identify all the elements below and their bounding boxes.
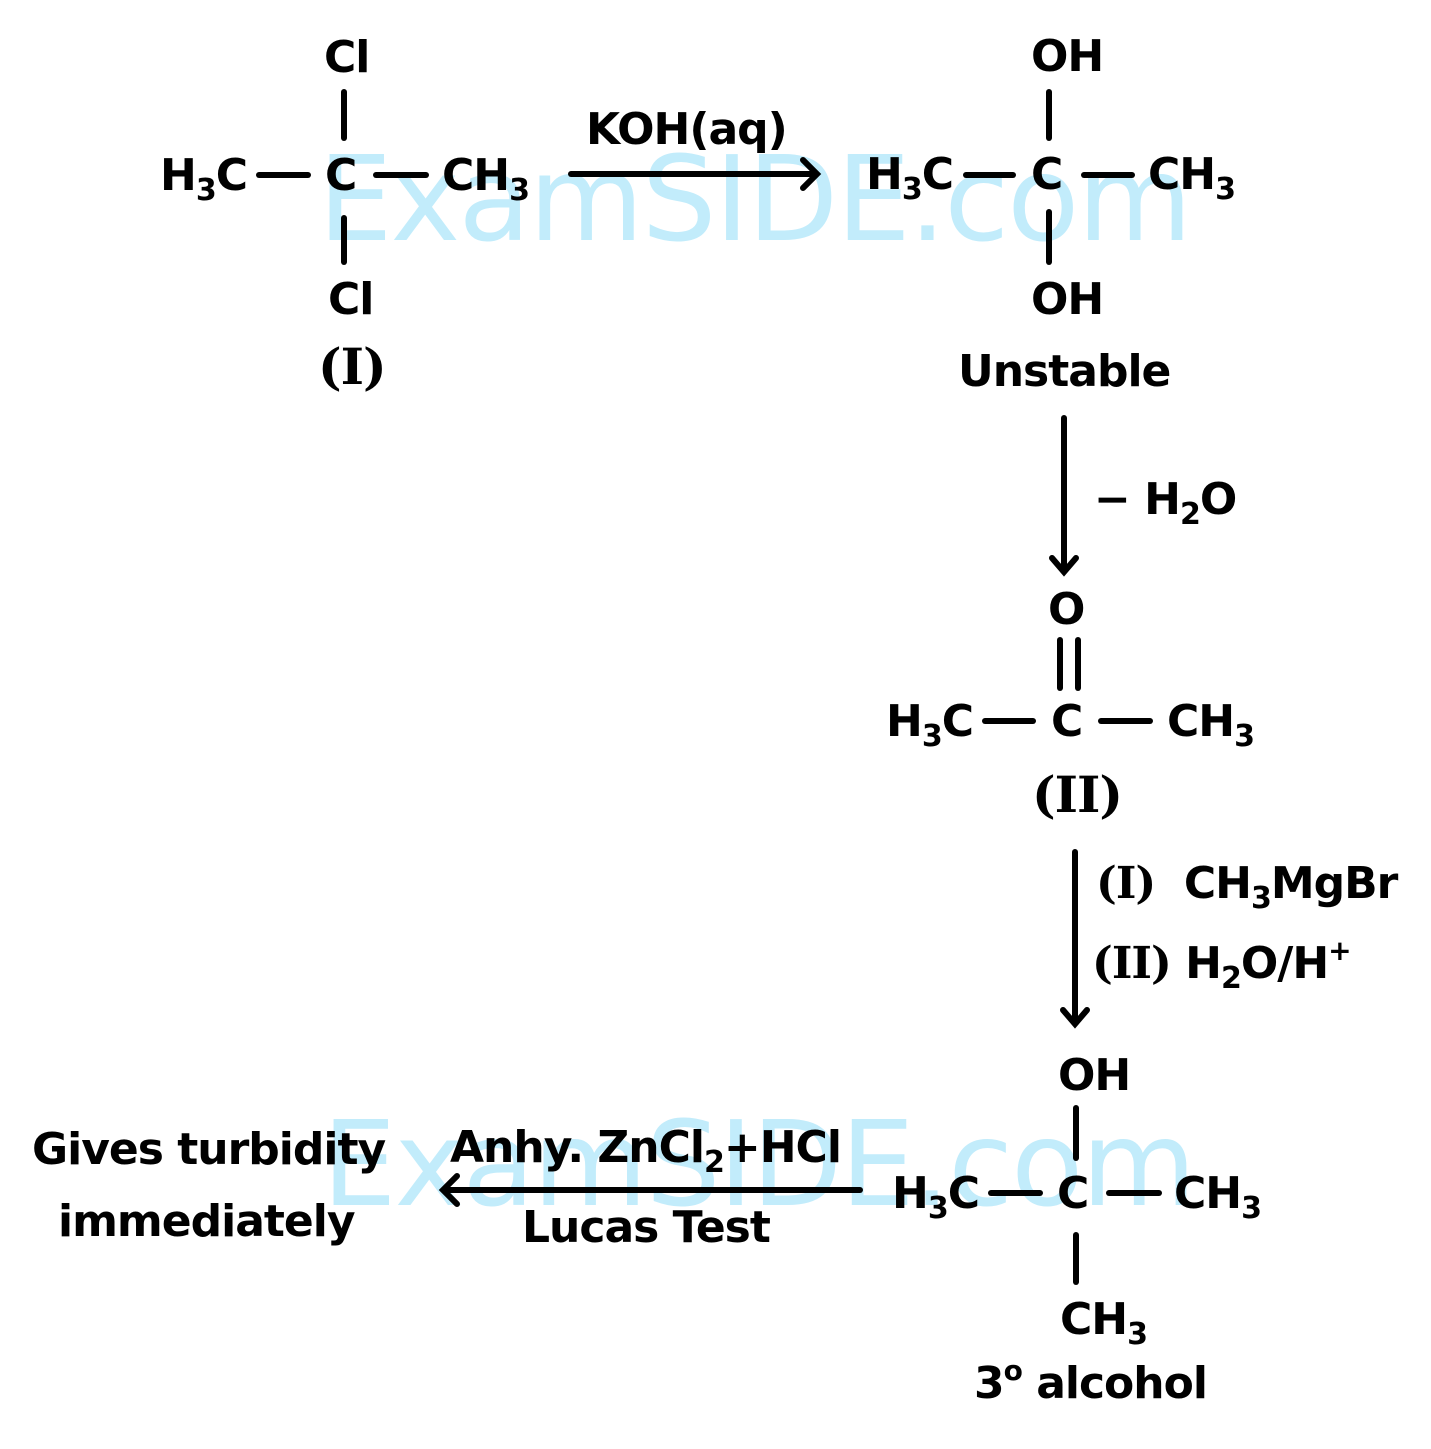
intermediate-left-group: H3C — [866, 149, 954, 207]
product-label: 3o alcohol — [974, 1354, 1208, 1409]
compound-II-label: (II) — [1032, 765, 1123, 824]
arrow-lucas-head — [438, 1173, 460, 1207]
product-right-group: CH3 — [1174, 1168, 1262, 1226]
reagent-lucas: Anhy. ZnCl2+HCl — [450, 1122, 842, 1180]
product-bottom-ch3: CH3 — [1060, 1294, 1148, 1352]
reagent-hydrolysis: (II) H2O/H+ — [1092, 934, 1352, 996]
compound-I-bottom-cl: Cl — [328, 274, 374, 325]
compound-I-label: (I) — [318, 337, 387, 396]
compound-II-center-c: C — [1051, 696, 1083, 747]
compound-I-left-group: H3C — [160, 150, 248, 208]
reagent-koh: KOH(aq) — [586, 104, 788, 155]
compound-II-left-group: H3C — [886, 696, 974, 754]
compound-I-top-cl: Cl — [324, 32, 370, 83]
intermediate-top-oh: OH — [1031, 31, 1104, 82]
product-left-group: H3C — [892, 1168, 980, 1226]
compound-I-center-c: C — [325, 150, 357, 201]
result-line-2: immediately — [58, 1196, 356, 1247]
arrow-h2o-head — [1049, 555, 1079, 577]
intermediate-center-c: C — [1031, 149, 1063, 200]
watermark-bottom: ExamSIDE.com — [322, 1095, 1196, 1233]
reagent-grignard: (I) CH3MgBr — [1096, 858, 1398, 916]
product-center-c: C — [1057, 1168, 1089, 1219]
reagent-lucas-test-label: Lucas Test — [522, 1202, 771, 1253]
result-line-1: Gives turbidity — [32, 1124, 386, 1175]
compound-II-right-group: CH3 — [1167, 696, 1255, 754]
compound-II-top-o: O — [1048, 584, 1085, 635]
reagent-minus-h2o: − H2O — [1094, 474, 1237, 532]
arrow-grignard-head — [1060, 1007, 1090, 1029]
intermediate-label: Unstable — [958, 346, 1171, 397]
intermediate-right-group: CH3 — [1148, 149, 1236, 207]
compound-I-right-group: CH3 — [442, 150, 530, 208]
product-top-oh: OH — [1058, 1050, 1131, 1101]
intermediate-bottom-oh: OH — [1031, 274, 1104, 325]
arrow-koh-head — [800, 157, 822, 191]
